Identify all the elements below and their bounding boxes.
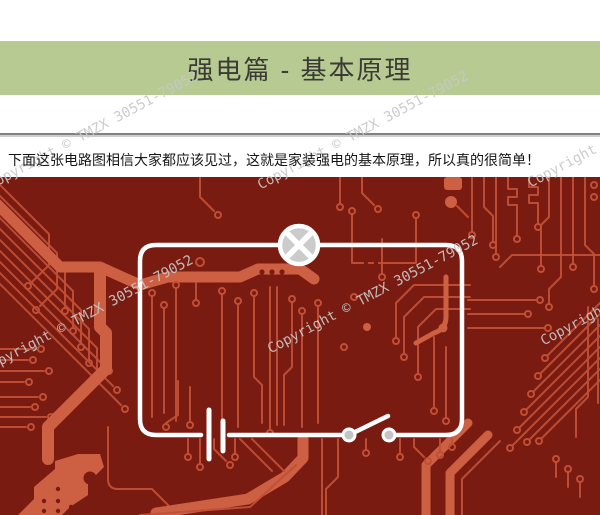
divider-rule — [0, 133, 600, 137]
pcb-artwork — [0, 172, 600, 515]
battery-symbol — [206, 407, 226, 462]
circuit-board-image — [0, 172, 600, 515]
page-title: 强电篇 - 基本原理 — [187, 54, 413, 85]
switch-symbol — [341, 413, 397, 443]
intro-text: 下面这张电路图相信大家都应该见过，这就是家装强电的基本原理，所以真的很简单！ — [8, 152, 540, 168]
circuit-diagram — [137, 223, 465, 462]
pcb-traces — [0, 172, 600, 515]
page-header: 强电篇 - 基本原理 — [0, 41, 600, 95]
lamp-symbol — [277, 223, 321, 267]
